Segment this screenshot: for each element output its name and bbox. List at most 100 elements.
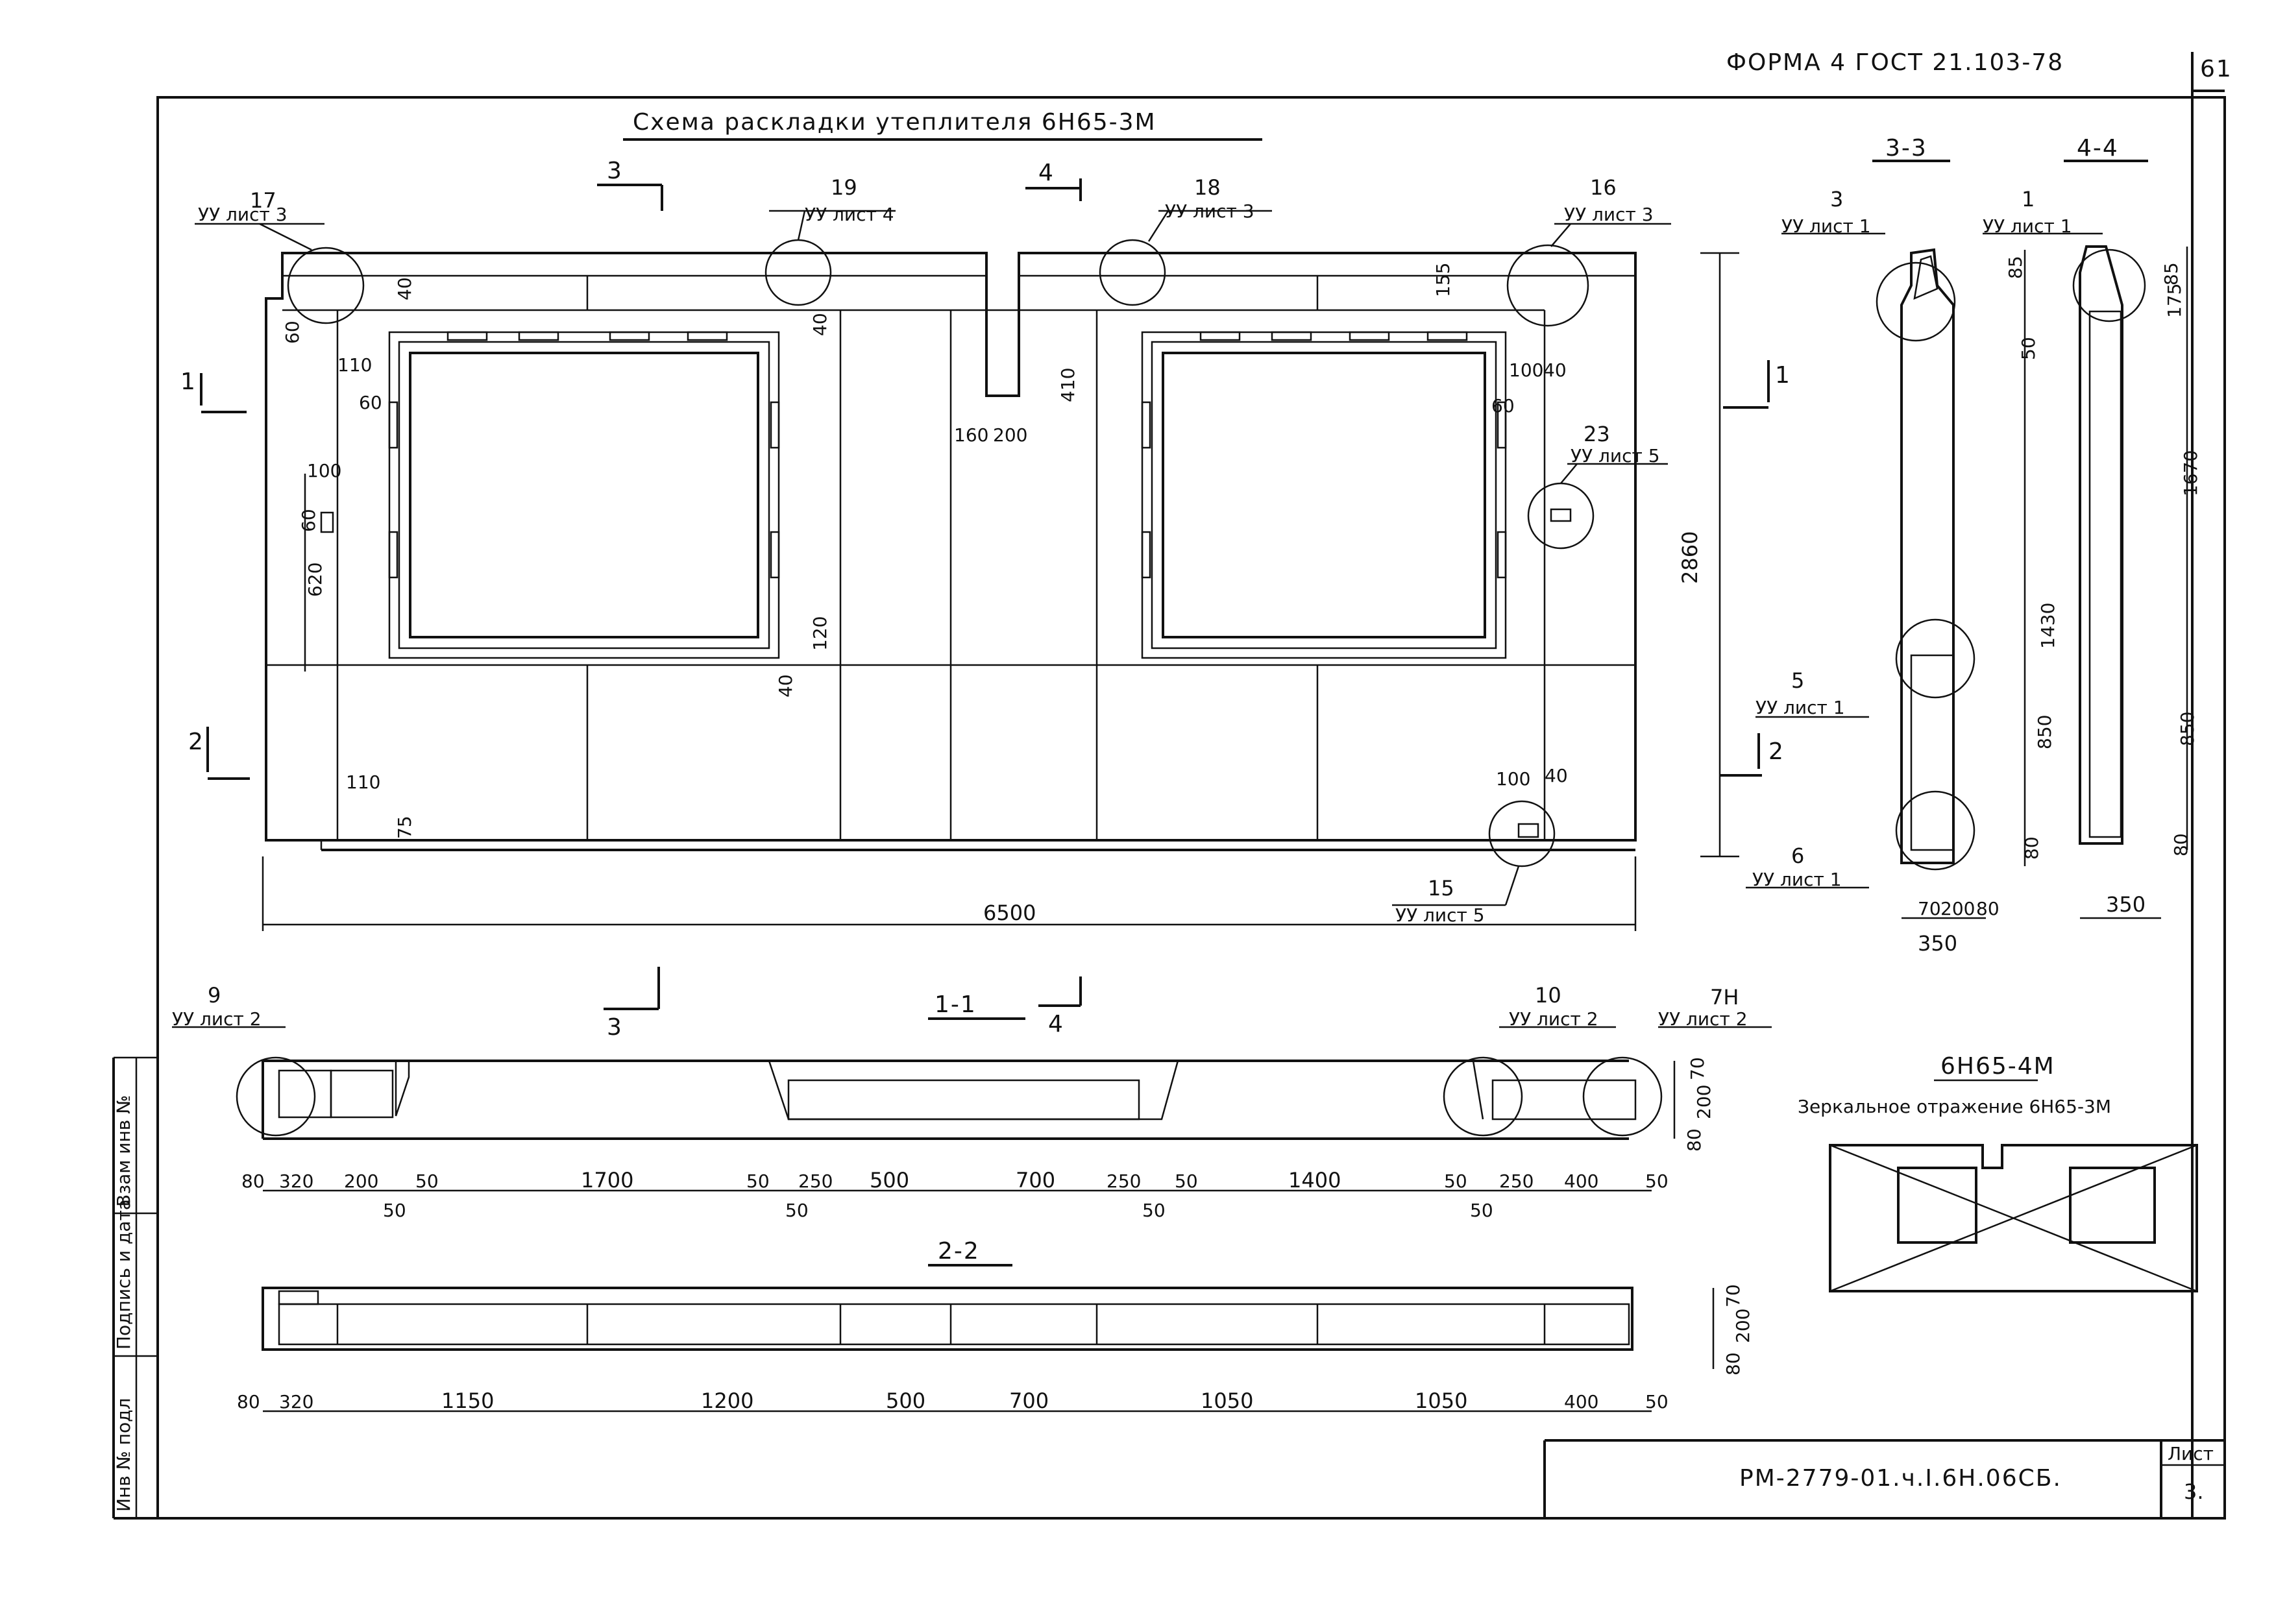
callout-1-number: 1 xyxy=(2022,187,2035,212)
side-sign-label: Подпись и дата xyxy=(113,1199,134,1350)
mirror-variant: 6Н65-4М Зеркальное отражение 6Н65-3М xyxy=(1798,1053,2198,1292)
dim-11-700: 700 xyxy=(1016,1168,1055,1193)
dim-total-height: 2860 xyxy=(1678,531,1702,584)
dim-11-50-h: 50 xyxy=(1142,1200,1166,1221)
callout-18-ref: УУ лист 3 xyxy=(1165,200,1254,222)
dim-200: 200 xyxy=(993,424,1027,446)
dim-40-c: 40 xyxy=(775,674,796,697)
mirror-title: 6Н65-4М xyxy=(1940,1053,2055,1080)
dim-33-50: 50 xyxy=(2018,337,2039,360)
callout-9-ref: УУ лист 2 xyxy=(172,1008,262,1030)
section-3-3: 3-3 3 УУ лист 1 1 УУ лист 1 5 УУ лист 1 … xyxy=(1746,135,2103,956)
callout-5-number: 5 xyxy=(1791,668,1804,693)
section-4-4: 4-4 85 175 1670 850 80 350 xyxy=(2064,135,2201,919)
dim-22-1150: 1150 xyxy=(441,1388,494,1413)
cut-3-top: 3 xyxy=(607,158,623,184)
section-1-1-dimensions: 80 320 200 50 1700 50 250 500 700 250 50… xyxy=(241,1168,1669,1221)
cut-4-top: 4 xyxy=(1038,160,1055,186)
dim-22-1050-a: 1050 xyxy=(1201,1388,1253,1413)
dim-110-b: 110 xyxy=(346,771,380,793)
callout-10-ref: УУ лист 2 xyxy=(1509,1008,1598,1030)
callout-17-ref: УУ лист 3 xyxy=(198,204,287,225)
callout-17-number: 17 xyxy=(250,188,276,213)
dim-100-b: 100 xyxy=(1509,359,1543,381)
dim-11-50-a: 50 xyxy=(415,1170,439,1192)
dim-11-250-b: 250 xyxy=(1107,1170,1141,1192)
dim-22-v-70: 70 xyxy=(1722,1284,1744,1307)
callout-9-number: 9 xyxy=(208,983,221,1008)
dim-11-50-g: 50 xyxy=(785,1200,809,1221)
dim-155: 155 xyxy=(1432,263,1454,297)
dim-22-500: 500 xyxy=(886,1388,925,1413)
callout-23-number: 23 xyxy=(1584,422,1610,446)
dim-11-1700: 1700 xyxy=(581,1168,633,1193)
callout-19-number: 19 xyxy=(831,175,857,200)
callout-19-ref: УУ лист 4 xyxy=(805,204,894,225)
dim-33-350: 350 xyxy=(1918,931,1957,956)
dim-33-70: 70 xyxy=(1918,898,1941,919)
dim-22-320: 320 xyxy=(279,1391,313,1412)
dim-11-50-d: 50 xyxy=(1444,1170,1467,1192)
dim-11-250-a: 250 xyxy=(798,1170,833,1192)
dim-60-a: 60 xyxy=(282,321,303,344)
dim-44-80: 80 xyxy=(2170,833,2192,856)
dim-total-length: 6500 xyxy=(983,901,1036,925)
cut-1-left: 1 xyxy=(180,369,197,395)
dim-22-50: 50 xyxy=(1645,1391,1669,1412)
drawing-code: РМ-2779-01.ч.I.6Н.06СБ. xyxy=(1739,1465,2062,1492)
dim-40-b: 40 xyxy=(809,313,831,336)
section-3-3-title: 3-3 xyxy=(1885,135,1927,162)
form-label: ФОРМА 4 ГОСТ 21.103-78 xyxy=(1726,49,2064,76)
cut-1-right: 1 xyxy=(1775,362,1791,389)
dim-11-v-80: 80 xyxy=(1683,1128,1705,1152)
dim-44-1670: 1670 xyxy=(2180,450,2201,496)
dim-44-85: 85 xyxy=(2160,262,2182,285)
dim-22-1200: 1200 xyxy=(701,1388,753,1413)
section-1-1-title: 1-1 xyxy=(935,991,977,1018)
sheet-frame xyxy=(112,52,2226,1520)
sheet-number: 3. xyxy=(2184,1479,2204,1504)
dim-22-700: 700 xyxy=(1009,1388,1049,1413)
dim-100-a: 100 xyxy=(307,460,341,481)
dim-11-v-70: 70 xyxy=(1687,1057,1708,1080)
cut-4-bottom: 4 xyxy=(1048,1011,1064,1037)
dim-22-400: 400 xyxy=(1564,1391,1598,1412)
dim-11-50-i: 50 xyxy=(1470,1200,1493,1221)
dim-33-85: 85 xyxy=(2005,256,2026,279)
page-number: 61 xyxy=(2200,56,2232,82)
dim-44-850: 850 xyxy=(2177,712,2198,746)
dim-44-350: 350 xyxy=(2106,892,2146,917)
dim-40-a: 40 xyxy=(394,277,415,300)
dim-11-80: 80 xyxy=(241,1170,265,1192)
callout-5-ref: УУ лист 1 xyxy=(1755,697,1845,718)
dim-22-1050-b: 1050 xyxy=(1415,1388,1467,1413)
dim-60-b: 60 xyxy=(359,392,382,413)
dim-33-850: 850 xyxy=(2034,715,2055,749)
section-4-4-title: 4-4 xyxy=(2077,135,2119,162)
side-replace-label: Взам инв № xyxy=(113,1095,134,1207)
callout-10-number: 10 xyxy=(1535,983,1561,1008)
dim-40-d: 40 xyxy=(1543,359,1567,381)
dim-100-c: 100 xyxy=(1496,768,1530,790)
plan-view xyxy=(195,210,1671,906)
dim-11-500: 500 xyxy=(870,1168,909,1193)
section-2-2: 2-2 70 200 80 80 320 1150 1200 500 700 1… xyxy=(237,1238,1754,1413)
dim-33-80b: 80 xyxy=(1976,898,2000,919)
cut-3-bottom: 3 xyxy=(607,1014,623,1041)
callout-16-number: 16 xyxy=(1590,175,1617,200)
callout-6-ref: УУ лист 1 xyxy=(1752,869,1842,890)
callout-18-number: 18 xyxy=(1194,175,1221,200)
dim-11-200: 200 xyxy=(344,1170,378,1192)
dim-11-320: 320 xyxy=(279,1170,313,1192)
dim-120: 120 xyxy=(809,616,831,651)
dim-33-1430: 1430 xyxy=(2037,603,2059,649)
dim-11-250-c: 250 xyxy=(1499,1170,1534,1192)
callout-7h-ref: УУ лист 2 xyxy=(1658,1008,1748,1030)
callout-15-ref: УУ лист 5 xyxy=(1395,904,1485,926)
dim-40-e: 40 xyxy=(1545,765,1568,786)
dim-22-v-80: 80 xyxy=(1722,1352,1744,1376)
dim-75: 75 xyxy=(394,816,415,839)
callout-15-number: 15 xyxy=(1428,876,1454,901)
cut-2-right: 2 xyxy=(1768,738,1785,765)
dim-11-50-e: 50 xyxy=(1645,1170,1669,1192)
